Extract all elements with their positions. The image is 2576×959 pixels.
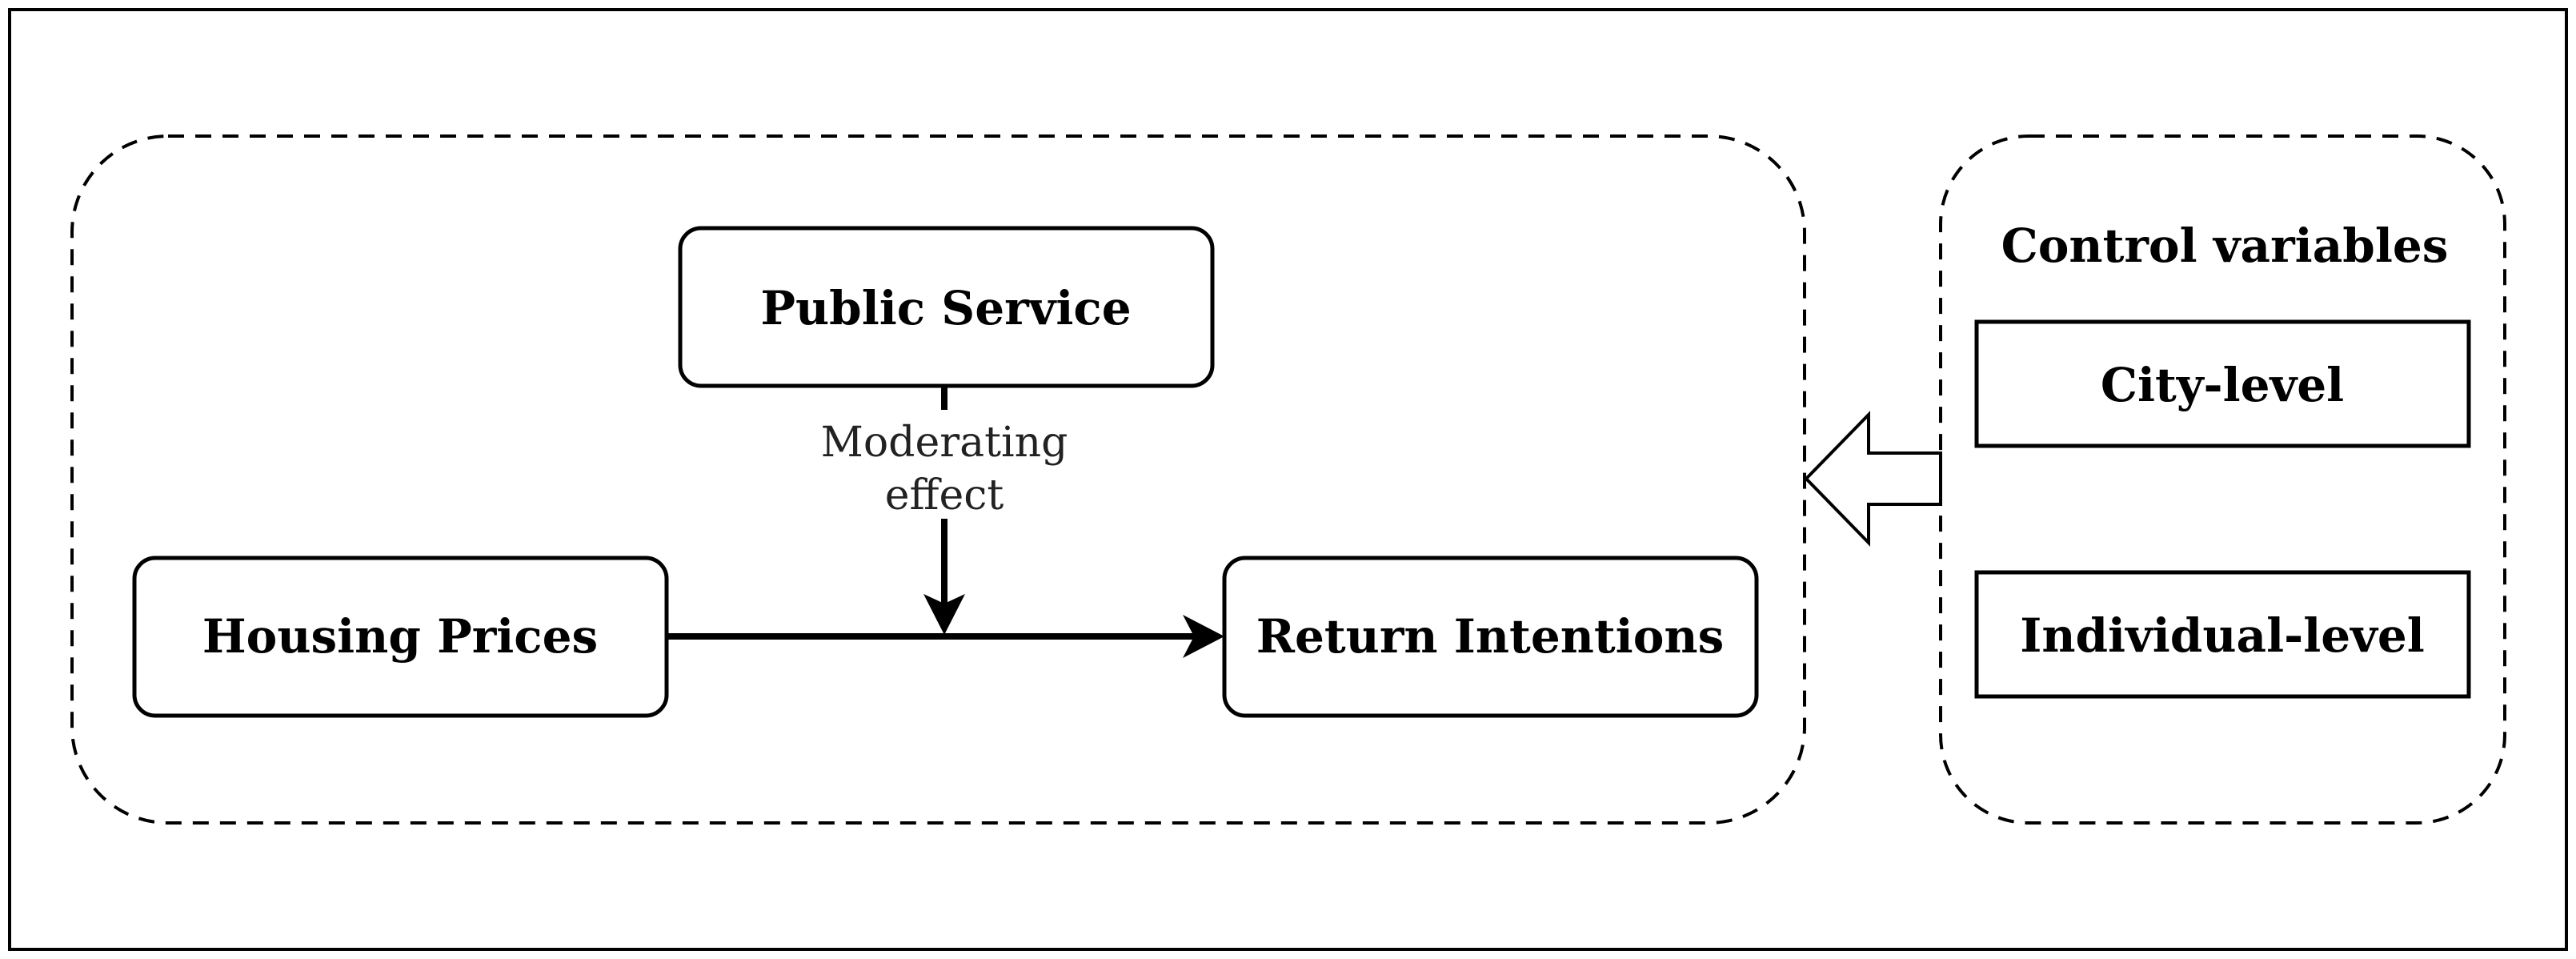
- edge-housing-to-return-arrowhead: [1183, 615, 1224, 658]
- control-to-model-arrow: [1804, 411, 1942, 547]
- node-individual-level-label: Individual-level: [2020, 608, 2425, 663]
- node-housing-prices-label: Housing Prices: [202, 609, 598, 664]
- edge-moderation-arrowhead: [923, 594, 965, 635]
- node-return-intentions: Return Intentions: [1222, 556, 1759, 718]
- main-model-group: [70, 134, 1806, 825]
- moderation-label-line1: Moderating: [821, 419, 1068, 467]
- node-public-service-label: Public Service: [760, 281, 1131, 335]
- node-individual-level: Individual-level: [1974, 570, 2471, 699]
- moderation-label-line2: effect: [885, 471, 1004, 520]
- node-city-level-label: City-level: [2101, 358, 2344, 412]
- node-city-level: City-level: [1974, 319, 2471, 448]
- node-housing-prices: Housing Prices: [132, 556, 669, 718]
- node-public-service: Public Service: [678, 226, 1215, 388]
- control-variables-title: Control variables: [2001, 219, 2449, 273]
- node-return-intentions-label: Return Intentions: [1256, 609, 1724, 664]
- control-variables-group: [1939, 134, 2506, 825]
- outer-frame: [8, 8, 2568, 951]
